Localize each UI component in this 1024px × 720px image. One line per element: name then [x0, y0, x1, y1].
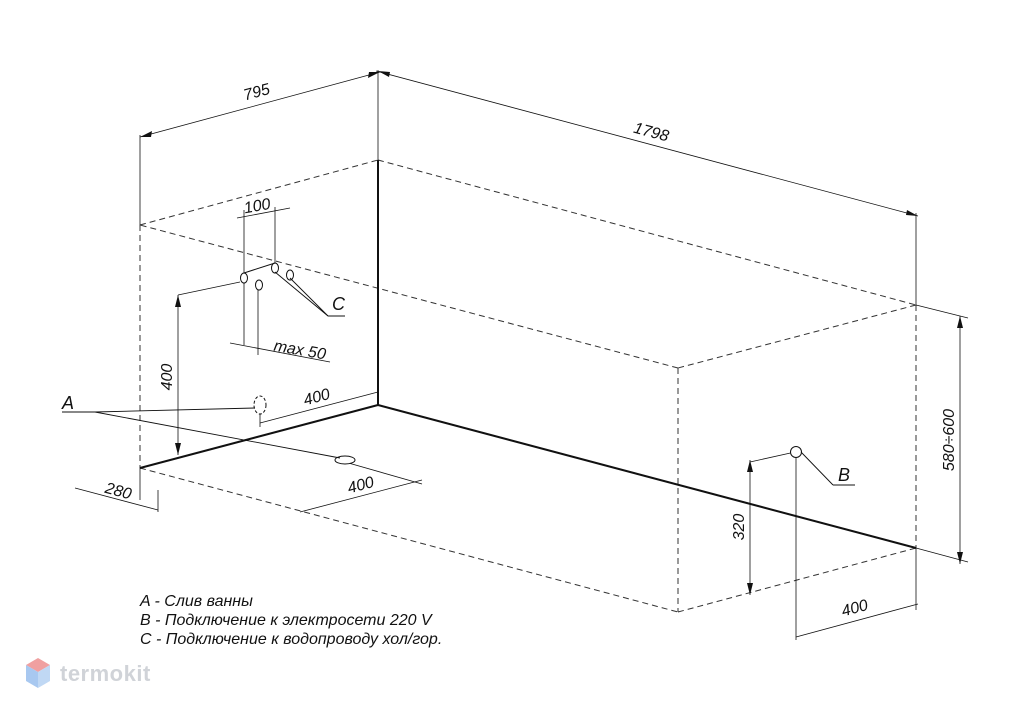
marker-water: C — [332, 294, 346, 314]
dim-electric-height: 320 — [731, 514, 748, 541]
legend-item-drain: A - Слив ванны — [140, 593, 253, 610]
marker-electric: B — [838, 465, 850, 485]
water-pipe-4 — [286, 269, 294, 281]
dim-pipe-offset: max 50 — [272, 338, 327, 364]
dim-drain-offset: 400 — [346, 474, 376, 497]
dim-electric-offset: 400 — [840, 597, 870, 620]
bathtub-hidden-edges — [139, 159, 917, 613]
marker-drain: A — [61, 393, 74, 413]
legend-item-water: C - Подключение к водопроводу хол/гор. — [140, 631, 443, 648]
water-pipe-3 — [271, 262, 279, 274]
cube-left — [26, 665, 38, 688]
connection-points — [240, 262, 802, 465]
dim-pipe-height: 400 — [159, 364, 176, 391]
water-pipe-2 — [255, 279, 263, 291]
electric-outlet — [790, 446, 802, 458]
dim-drain-from-wall: 400 — [302, 386, 332, 409]
water-pipe-1 — [240, 272, 248, 284]
dimension-lines — [74, 70, 969, 640]
cube-right — [38, 665, 50, 688]
bathtub-solid-edges — [139, 160, 917, 549]
cube-icon — [26, 658, 50, 688]
legend: A - Слив ванны B - Подключение к электро… — [140, 592, 442, 649]
dim-height-range: 580÷600 — [941, 409, 958, 471]
dim-width: 795 — [242, 81, 272, 104]
legend-item-electric: B - Подключение к электросети 220 V — [140, 612, 432, 629]
leader-lines — [62, 271, 855, 486]
dim-length: 1798 — [632, 120, 671, 146]
dimension-ticks — [140, 71, 963, 595]
brand-logo: termokit — [24, 656, 151, 692]
drain-overflow — [253, 395, 267, 415]
dim-pipe-spacing: 100 — [243, 196, 272, 217]
brand-name: termokit — [60, 661, 151, 686]
dim-drain-depth: 280 — [102, 480, 133, 504]
